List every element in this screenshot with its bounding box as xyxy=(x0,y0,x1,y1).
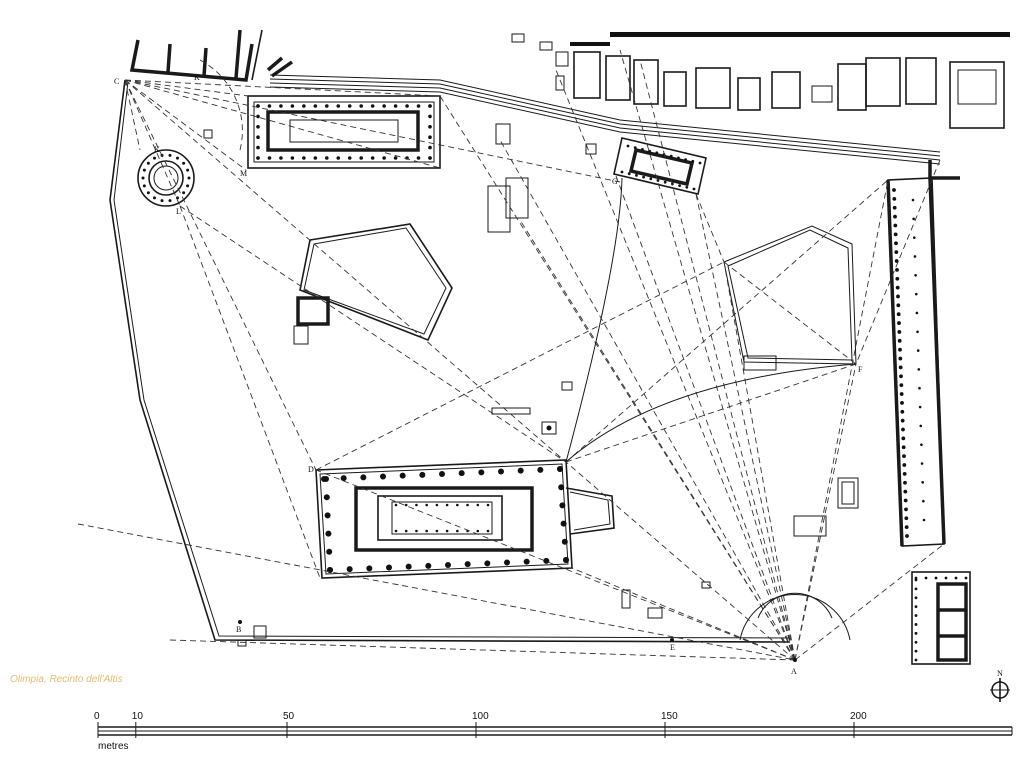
north-terrace xyxy=(269,32,1010,165)
south-east-building xyxy=(911,571,971,665)
point-labels: C K K L M G D F B E A xyxy=(114,73,863,676)
label-e: E xyxy=(670,643,675,652)
scale-tick-label: 0 xyxy=(94,711,100,722)
echo-stoa xyxy=(886,160,960,547)
monument-bases xyxy=(203,123,859,647)
caption: Olimpia, Recinto dell'Altis xyxy=(10,674,123,685)
label-m: M xyxy=(240,169,247,178)
heraion xyxy=(141,95,441,203)
label-g: G xyxy=(612,177,618,186)
scale-tick-label: 150 xyxy=(661,711,678,722)
prytaneion xyxy=(129,29,294,82)
scale-tick-label: 50 xyxy=(283,711,295,722)
label-f: F xyxy=(858,365,863,374)
label-a: A xyxy=(791,667,797,676)
temple-of-zeus xyxy=(315,459,615,579)
metroon xyxy=(613,137,707,195)
treasuries xyxy=(511,33,1005,129)
scale-bar: 0 10 50 100 150 200 metres xyxy=(94,711,1013,752)
north-arrow-icon: N xyxy=(990,669,1010,702)
label-k-top: K xyxy=(194,73,200,82)
enclosure-wall xyxy=(109,79,791,643)
angle-arcs xyxy=(199,59,851,641)
scale-tick-label: 100 xyxy=(472,711,489,722)
label-b: B xyxy=(236,625,241,634)
scale-units: metres xyxy=(98,741,129,752)
label-d: D xyxy=(308,465,314,474)
sight-lines xyxy=(77,49,945,661)
scale-tick-label: 10 xyxy=(132,711,144,722)
philippeion xyxy=(137,149,195,207)
scale-tick-label: 200 xyxy=(850,711,867,722)
north-label: N xyxy=(997,669,1003,678)
quadrilateral-enclosure xyxy=(723,225,857,371)
pelopion xyxy=(293,223,453,345)
label-k-left: K xyxy=(154,145,160,154)
label-c: C xyxy=(114,77,119,86)
label-l: L xyxy=(176,207,181,216)
